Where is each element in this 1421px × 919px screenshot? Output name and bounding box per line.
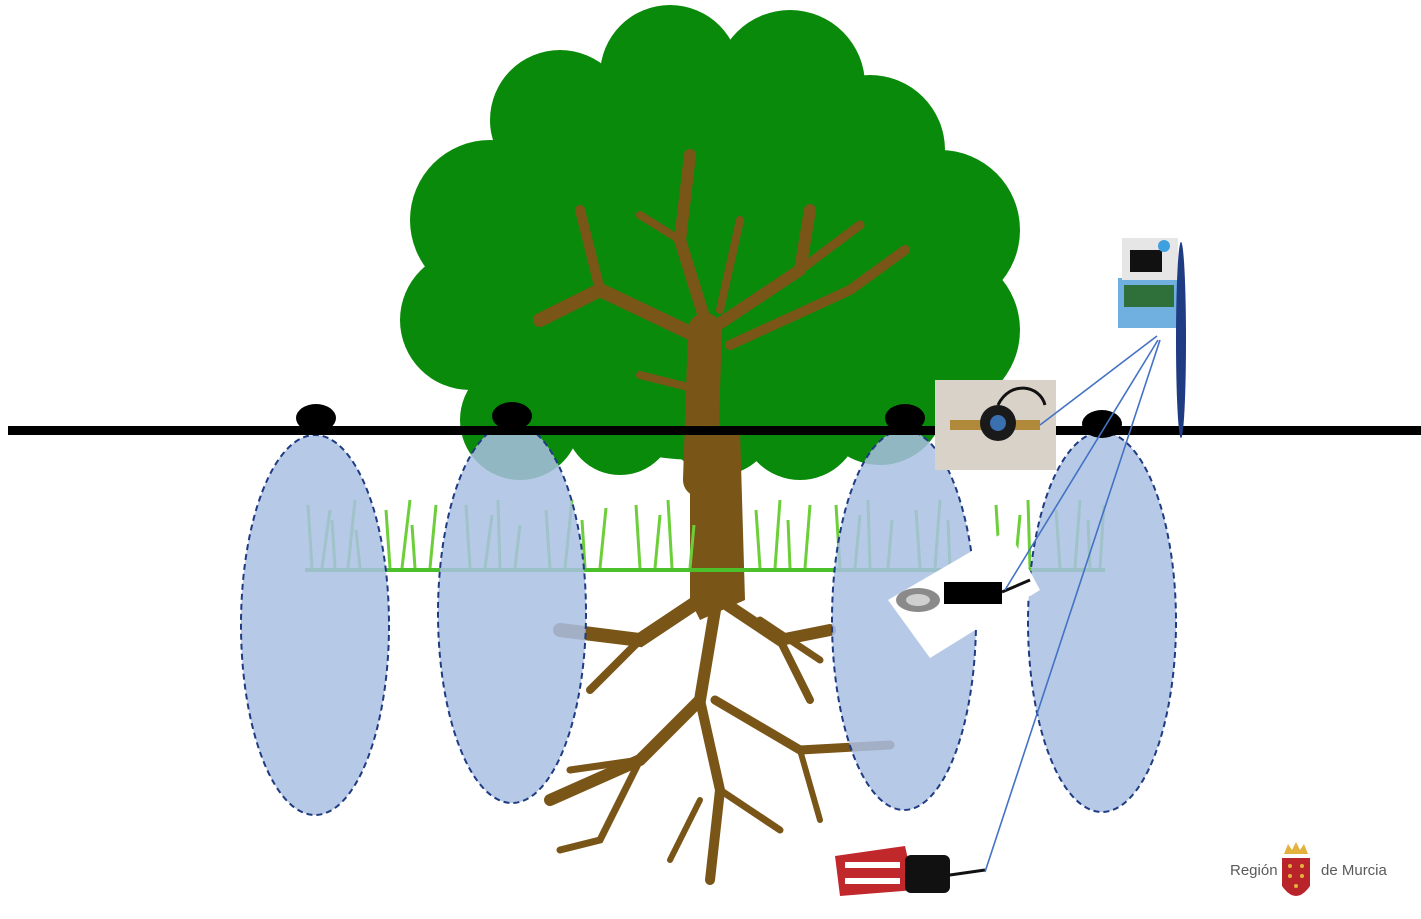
logo-text-region: Región [1230, 862, 1278, 879]
coat-of-arms-icon [1278, 840, 1314, 908]
iot-datalogger [1118, 238, 1186, 438]
region-de-murcia-logo: Región de Murcia [1226, 838, 1394, 908]
emitter-1 [296, 404, 336, 432]
emitter-2 [492, 402, 532, 430]
wet-bulb-4 [1028, 432, 1176, 812]
emitter-3 [885, 404, 925, 432]
wet-bulb-1 [241, 435, 389, 815]
emitter-4 [1082, 410, 1122, 438]
flow-meter [935, 380, 1056, 470]
wet-bulb-2 [438, 423, 586, 803]
drip-line [8, 426, 1421, 435]
logo-text-de-murcia: de Murcia [1321, 862, 1387, 879]
soil-moisture-probe-deep [835, 846, 985, 896]
